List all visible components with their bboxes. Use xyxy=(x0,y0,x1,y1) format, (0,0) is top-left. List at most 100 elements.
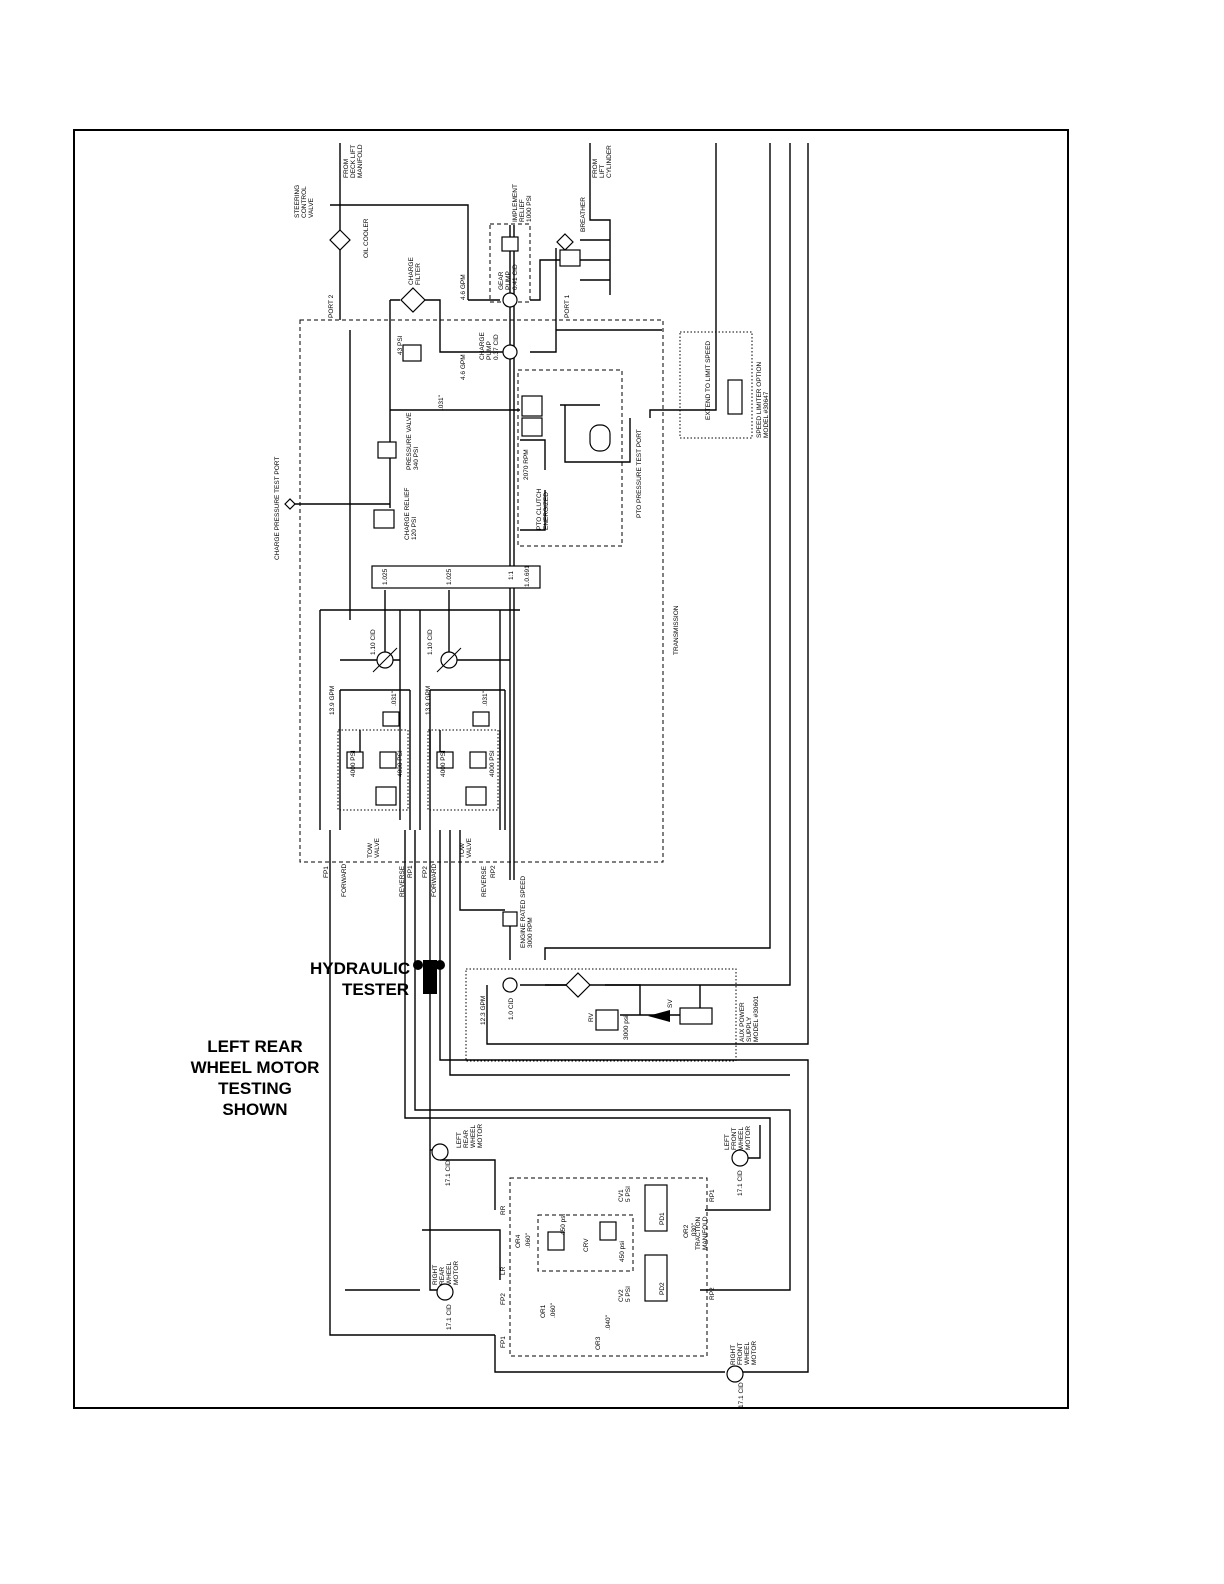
label-cv2: CV25 PSI xyxy=(618,1286,632,1302)
svg-text:RP2: RP2 xyxy=(709,1287,716,1300)
svg-text:17.1 CID: 17.1 CID xyxy=(738,1382,745,1408)
components xyxy=(284,229,749,1383)
svg-text:RP1: RP1 xyxy=(407,865,414,878)
svg-text:FORWARD: FORWARD xyxy=(341,863,348,897)
tester-line-2: TESTER xyxy=(342,980,410,999)
pto-enclosure xyxy=(517,369,623,547)
breather-symbol xyxy=(556,233,574,251)
label-from-lift: FROMLIFTCYLINDER xyxy=(592,145,613,178)
crv-enclosure xyxy=(537,1214,634,1272)
label-traction-manifold: TRACTIONMANIFOLD xyxy=(695,1216,709,1250)
label-right-rear-motor: RIGHTREARWHEELMOTOR xyxy=(432,1261,460,1285)
label-43psi: 43 PSI xyxy=(397,335,404,355)
test-line-2: WHEEL MOTOR xyxy=(190,1058,320,1077)
svg-text:4000 PSI: 4000 PSI xyxy=(489,750,496,777)
aux-power-enclosure xyxy=(465,968,737,1062)
charge-relief-valve xyxy=(373,509,395,529)
left-front-wheel-motor-symbol xyxy=(731,1149,749,1167)
svg-text:4000 PSI: 4000 PSI xyxy=(350,750,357,777)
svg-text:FP1: FP1 xyxy=(500,1336,507,1348)
test-caption: LEFT REAR WHEEL MOTOR TESTING SHOWN xyxy=(170,1036,340,1120)
pd1-valve xyxy=(644,1184,668,1232)
svg-text:REVERSE: REVERSE xyxy=(399,865,406,897)
aux-filter-symbol xyxy=(565,972,591,998)
svg-text:1.025: 1.025 xyxy=(446,568,453,585)
implement-relief-valve xyxy=(501,236,519,252)
label-speed-limiter: SPEED LIMITER OPTIONMODEL #30647 xyxy=(756,361,770,438)
label-from-deck: FROMDECK LIFTMANIFOLD xyxy=(343,144,364,178)
tester-line-1: HYDRAULIC xyxy=(310,959,411,978)
label-pressure-valve: PRESSURE VALVE340 PSI xyxy=(406,412,420,470)
svg-text:4000 PSI: 4000 PSI xyxy=(397,750,404,777)
svg-text:.040": .040" xyxy=(605,1314,612,1330)
label-steering: STEERINGCONTROLVALVE xyxy=(294,185,315,218)
svg-text:OR1: OR1 xyxy=(540,1304,547,1318)
label-pto-port: PTO PRESSURE TEST PORT xyxy=(636,429,643,518)
label-aux-power: AUX POWERSUPPLYMODEL #30601 xyxy=(739,995,760,1042)
right-front-wheel-motor-symbol xyxy=(726,1365,744,1383)
speed-limiter-cylinder xyxy=(727,379,743,415)
svg-text:OR3: OR3 xyxy=(595,1336,602,1350)
svg-text:4000 PSI: 4000 PSI xyxy=(440,750,447,777)
svg-text:1.0.691: 1.0.691 xyxy=(524,565,531,587)
gear-pump-enclosure xyxy=(489,223,531,303)
accumulator-symbol xyxy=(589,424,611,452)
svg-text:1.10 CID: 1.10 CID xyxy=(427,629,434,655)
hydraulic-tester-icon xyxy=(423,960,437,994)
svg-text:PD1: PD1 xyxy=(659,1212,666,1225)
svg-text:RR: RR xyxy=(500,1205,507,1215)
svg-text:.031": .031" xyxy=(391,690,398,706)
svg-text:SV: SV xyxy=(667,999,674,1008)
label-gpm-a: 4.6 GPM xyxy=(460,274,467,300)
svg-text:1.0 CID: 1.0 CID xyxy=(508,998,515,1020)
oil-cooler-symbol xyxy=(329,229,351,251)
svg-text:.030": .030" xyxy=(691,1222,698,1238)
svg-text:FP2: FP2 xyxy=(500,1293,507,1305)
svg-text:REVERSE: REVERSE xyxy=(481,865,488,897)
label-implement-relief: IMPLEMENTRELIEF1000 PSI xyxy=(512,184,533,222)
label-left-rear-motor: LEFTREARWHEELMOTOR xyxy=(456,1124,484,1148)
label-pto-clutch: PTO CLUTCHENERGIZED xyxy=(536,488,550,530)
reservoir-filter xyxy=(559,249,581,267)
svg-text:CRV: CRV xyxy=(583,1238,590,1252)
test-line-1: LEFT REAR xyxy=(207,1037,303,1056)
label-orifice: .031" xyxy=(438,394,445,410)
transmission-enclosure xyxy=(299,319,664,863)
labels: FROMDECK LIFTMANIFOLD FROMLIFTCYLINDER S… xyxy=(274,144,770,1408)
aux-relief-valve xyxy=(595,1009,619,1031)
pd2-valve xyxy=(644,1254,668,1302)
label-charge-pump: CHARGEPUMP0.37 CID xyxy=(479,332,500,360)
svg-text:RV: RV xyxy=(588,1012,595,1022)
svg-text:17.1 CID: 17.1 CID xyxy=(446,1304,453,1330)
svg-text:450 psi: 450 psi xyxy=(560,1214,567,1235)
charge-pump-symbol xyxy=(502,344,518,360)
label-tow-valve-1: TOWVALVE xyxy=(367,837,381,858)
label-gpm-b: 4.6 GPM xyxy=(460,354,467,380)
svg-text:13.9 GPM: 13.9 GPM xyxy=(425,686,432,715)
transmission-gear-bar xyxy=(371,565,541,589)
pressure-valve-symbol xyxy=(377,441,397,459)
diagram-frame xyxy=(73,129,1069,1409)
speed-limiter-enclosure xyxy=(679,331,753,439)
label-port1: PORT 1 xyxy=(564,294,571,318)
svg-text:PD2: PD2 xyxy=(659,1282,666,1295)
engine-symbol xyxy=(502,911,518,927)
svg-text:.031": .031" xyxy=(482,690,489,706)
svg-text:17.1 CID: 17.1 CID xyxy=(737,1170,744,1196)
svg-text:12.3 GPM: 12.3 GPM xyxy=(480,996,487,1025)
label-right-front-motor: RIGHTFRONTWHEELMOTOR xyxy=(730,1341,758,1365)
svg-text:450 psi: 450 psi xyxy=(619,1241,626,1262)
svg-text:.060": .060" xyxy=(550,1302,557,1318)
label-charge-filter: CHARGEFILTER xyxy=(408,257,422,285)
svg-text:1:1: 1:1 xyxy=(508,571,515,580)
gear-pump-symbol xyxy=(502,292,518,308)
label-engine-speed: ENGINE RATED SPEED3000 RPM xyxy=(520,876,534,948)
traction-manifold-enclosure xyxy=(509,1177,708,1357)
label-port2: PORT 2 xyxy=(328,294,335,318)
svg-text:FP2: FP2 xyxy=(422,866,429,878)
label-extend: EXTEND TO LIMIT SPEED xyxy=(705,341,712,420)
label-2070rpm: 2070 RPM xyxy=(523,449,530,480)
svg-text:LR: LR xyxy=(500,1266,507,1275)
charge-filter-symbol xyxy=(400,287,426,313)
svg-text:OR2: OR2 xyxy=(683,1224,690,1238)
